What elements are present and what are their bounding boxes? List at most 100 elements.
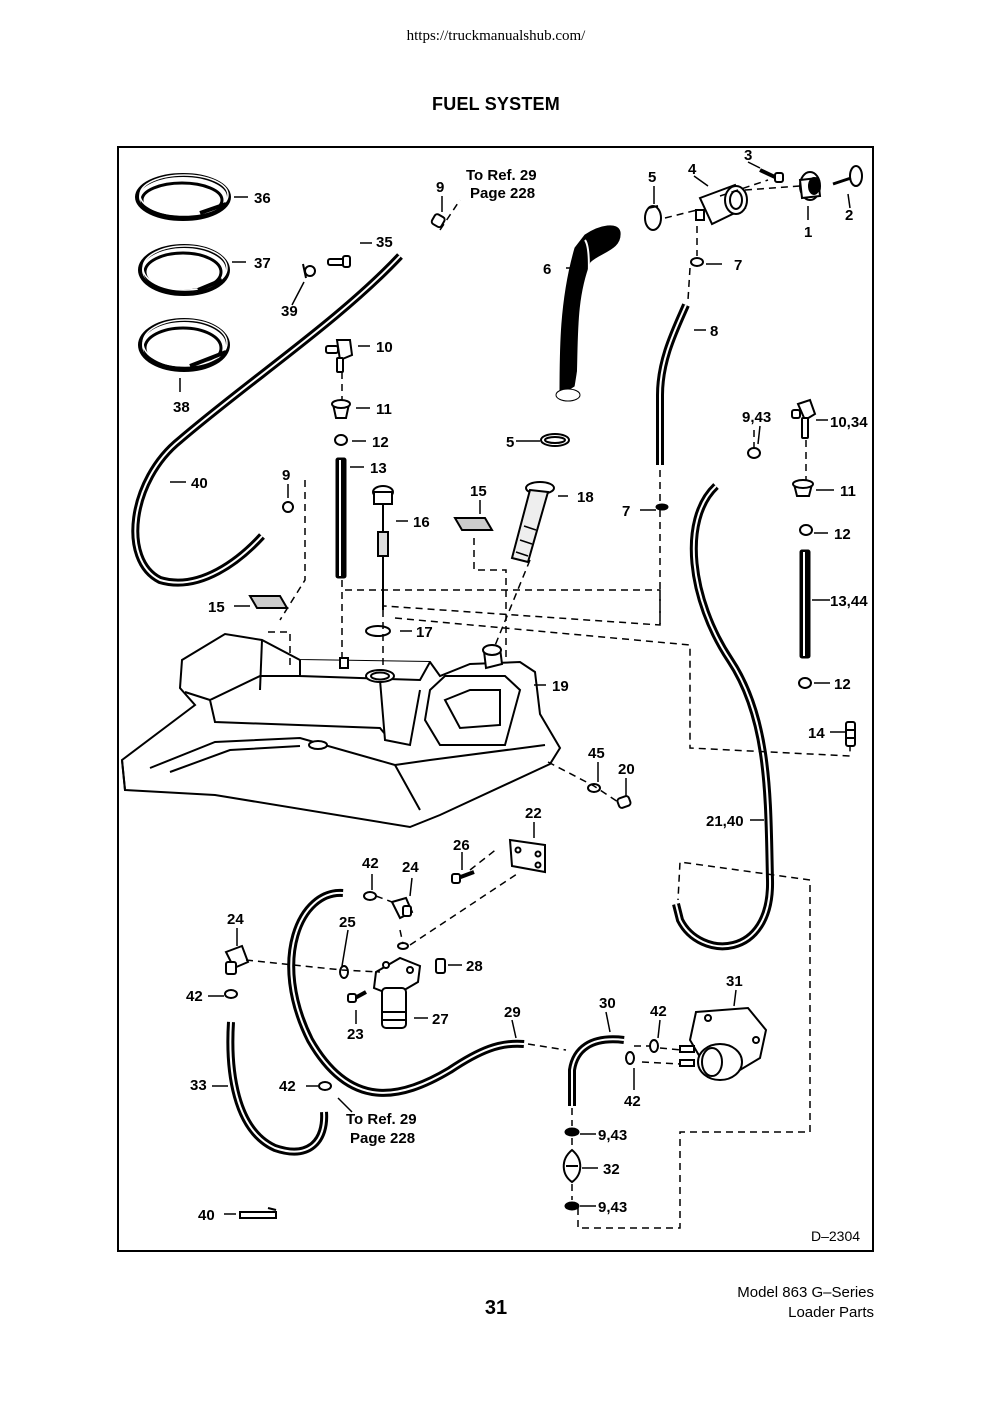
hose-21-40 (672, 483, 775, 951)
callout-3: 3 (744, 147, 752, 164)
hose-13 (335, 457, 347, 579)
fuel-tank-19 (120, 632, 562, 829)
fuel-pump-31 (679, 1006, 768, 1081)
callout-38: 38 (173, 399, 190, 416)
fitting-45 (587, 783, 601, 793)
bolt-23 (347, 990, 367, 1003)
elbow-fitting-10 (325, 339, 354, 373)
callout-13-44: 13,44 (830, 593, 868, 610)
callout-12-left: 12 (372, 434, 389, 451)
callout-29: 29 (504, 1004, 521, 1021)
callout-6: 6 (543, 261, 551, 278)
clamp-9-43-lower (564, 1201, 580, 1211)
callout-labels: 36 37 38 39 35 9 To Ref. 29 Page 228 10 … (173, 147, 868, 1244)
callout-7-top: 7 (734, 257, 742, 274)
page-title: FUEL SYSTEM (432, 94, 560, 114)
callout-28: 28 (466, 958, 483, 975)
hose-40-bottom (239, 1207, 277, 1219)
clamp-9-43-upper (564, 1127, 580, 1137)
hose-coil-38 (138, 318, 230, 372)
clamp-42-right-a (649, 1039, 659, 1053)
callout-42-right-b: 42 (624, 1093, 641, 1110)
callout-31: 31 (726, 973, 743, 990)
callout-40-left: 40 (191, 475, 208, 492)
clamp-42-lower (318, 1081, 332, 1091)
footer-line-2: Loader Parts (788, 1304, 874, 1321)
fuel-filter-27 (372, 956, 422, 1029)
callout-32: 32 (603, 1161, 620, 1178)
callout-15-left: 15 (208, 599, 225, 616)
callout-25: 25 (339, 914, 356, 931)
hose-coil-36 (135, 173, 231, 221)
filler-hose-6 (555, 225, 621, 402)
clamp-42-right-b (625, 1051, 635, 1065)
callout-21-40: 21,40 (706, 813, 744, 830)
callout-15-right: 15 (470, 483, 487, 500)
clamp-7-mid (655, 503, 669, 511)
hose-13-44 (799, 549, 811, 659)
clamp-7-top (690, 257, 704, 267)
callout-24-upper: 24 (402, 859, 419, 876)
page-number: 31 (484, 1297, 508, 1319)
diagram-frame (117, 146, 874, 1252)
callout-42-upper: 42 (362, 855, 379, 872)
fitting-20 (616, 795, 632, 809)
fitting-14 (845, 721, 856, 747)
callout-5-top: 5 (648, 169, 656, 186)
callout-1: 1 (804, 224, 812, 241)
callout-11-right: 11 (840, 483, 856, 500)
ref-top-line2: Page 228 (470, 185, 535, 202)
callout-45: 45 (588, 745, 605, 762)
fuel-cap-1 (798, 171, 822, 201)
callout-9-top: 9 (436, 179, 444, 196)
clamp-5-mid (540, 433, 570, 447)
key-2 (832, 165, 863, 187)
callout-9-43-right: 9,43 (742, 409, 771, 426)
vent-hose-8 (656, 303, 690, 465)
callout-27: 27 (432, 1011, 449, 1028)
callout-11-left: 11 (376, 401, 392, 418)
fuel-sender-16 (372, 485, 394, 610)
clamp-12-right-top (799, 524, 813, 536)
bolt-26 (451, 870, 475, 884)
clamp-5-top (644, 205, 662, 231)
callout-42-lower: 42 (279, 1078, 296, 1095)
callout-9-left: 9 (282, 467, 290, 484)
clamp-12-left (334, 434, 348, 446)
callout-18: 18 (577, 489, 594, 506)
callout-9-43-lower: 9,43 (598, 1199, 627, 1216)
fitting-9-43-right (747, 447, 761, 459)
grommet-11-left (331, 399, 351, 419)
hose-40-left (131, 253, 403, 587)
fitting-24-upper (390, 896, 414, 920)
source-url[interactable]: https://truckmanualshub.com/ (406, 28, 586, 44)
screw-35 (327, 255, 351, 268)
clamp-39 (302, 263, 316, 279)
elbow-fitting-10-34 (791, 398, 817, 439)
o-ring-17 (365, 625, 391, 637)
callout-7-mid: 7 (622, 503, 630, 520)
clamp-42-upper (363, 891, 377, 901)
clamp-42-left (224, 989, 238, 999)
callout-35: 35 (376, 234, 393, 251)
callout-13: 13 (370, 460, 387, 477)
callout-24-left: 24 (227, 911, 244, 928)
fitting-9-top (430, 213, 446, 229)
callout-5-mid: 5 (506, 434, 514, 451)
callout-42-right-a: 42 (650, 1003, 667, 1020)
hose-29 (287, 888, 525, 1097)
callout-12-right-top: 12 (834, 526, 851, 543)
drawing-number: D–2304 (811, 1228, 860, 1244)
callout-20: 20 (618, 761, 635, 778)
pad-15-left (248, 595, 289, 609)
callout-10-34: 10,34 (830, 414, 868, 431)
filler-screen-18 (510, 481, 555, 564)
callout-42-left: 42 (186, 988, 203, 1005)
clamp-12-right-bottom (798, 677, 812, 689)
callout-12-right-bottom: 12 (834, 676, 851, 693)
callout-36: 36 (254, 190, 271, 207)
callout-39: 39 (281, 303, 298, 320)
solid-leaders (170, 161, 851, 1215)
callout-33: 33 (190, 1077, 207, 1094)
